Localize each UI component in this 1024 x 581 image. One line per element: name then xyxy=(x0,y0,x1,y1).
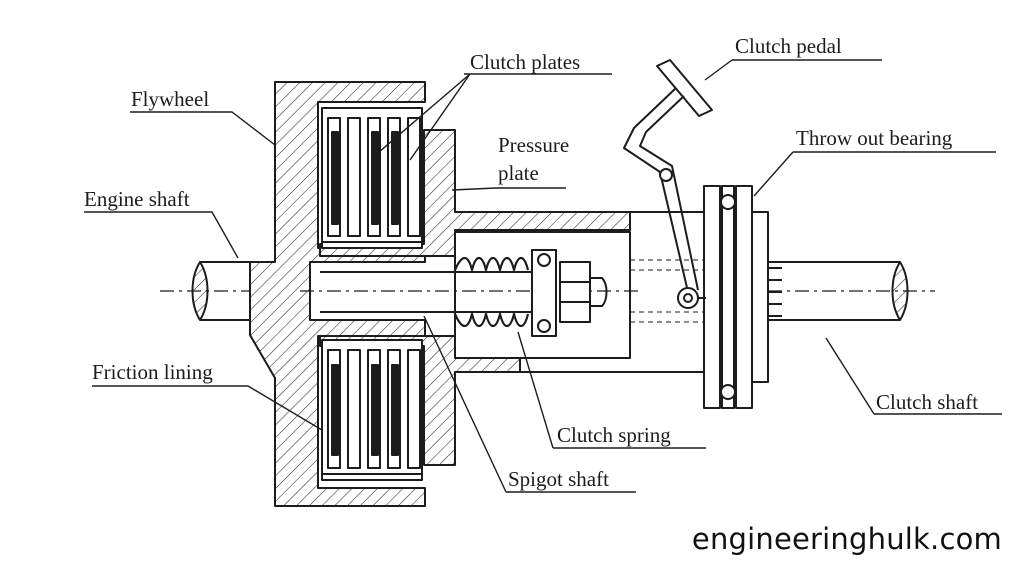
label-clutch-spring: Clutch spring xyxy=(557,423,671,447)
label-clutch-shaft: Clutch shaft xyxy=(876,390,979,414)
label-clutch-plates: Clutch plates xyxy=(470,50,581,74)
clutch-pedal xyxy=(623,59,713,309)
label-engine-shaft: Engine shaft xyxy=(84,187,190,211)
watermark: engineeringhulk.com xyxy=(691,522,1002,556)
clutch-spring xyxy=(453,256,530,328)
shaft-nut xyxy=(531,249,608,337)
label-spigot-shaft: Spigot shaft xyxy=(508,467,609,491)
clutch-plates-lower xyxy=(321,339,423,481)
clutch-plates-upper xyxy=(321,107,423,249)
leader-lines xyxy=(84,59,1002,493)
label-pressure-plate: Pressure plate xyxy=(498,133,570,186)
label-friction-lining: Friction lining xyxy=(92,360,213,384)
clutch-shaft-housing xyxy=(520,211,712,373)
label-throw-out-bearing: Throw out bearing xyxy=(796,126,953,150)
label-clutch-pedal: Clutch pedal xyxy=(735,34,842,58)
throw-out-bearing xyxy=(703,185,769,409)
clutch-shaft xyxy=(768,261,935,321)
splines xyxy=(768,267,782,317)
label-flywheel: Flywheel xyxy=(131,87,210,111)
